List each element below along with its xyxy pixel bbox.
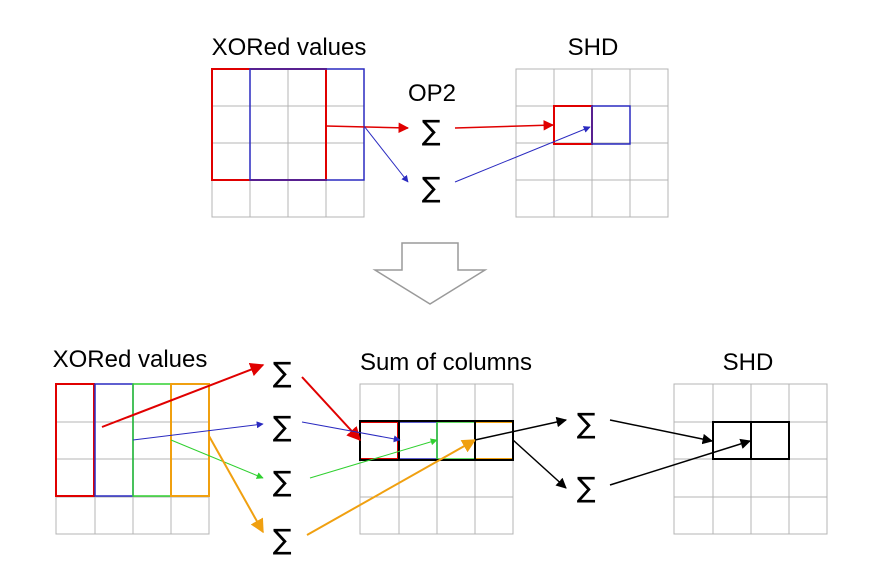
top-shd-blue-cell xyxy=(591,105,631,145)
arrow-orange-to-sigma xyxy=(208,435,264,534)
row-sigma-1: ∑ xyxy=(577,407,596,440)
row-sigma-2: ∑ xyxy=(577,471,596,504)
arrow-sigma-red-to-cell xyxy=(301,376,361,442)
top-xored-label: XORed values xyxy=(212,34,367,61)
bottom-red-column xyxy=(55,383,95,497)
top-shd-red-cell xyxy=(553,105,593,145)
top-arrow-blue-out xyxy=(454,126,591,183)
bottom-green-column xyxy=(132,383,172,497)
top-blue-window xyxy=(249,68,365,181)
sum-blue-cell xyxy=(398,421,438,460)
arrow-sum-to-row-sigma-2 xyxy=(512,439,567,489)
transform-arrow xyxy=(372,242,488,305)
arrow-row-sigma-1-to-shd xyxy=(609,419,714,445)
arrow-sigma-orange-to-cell xyxy=(306,439,477,536)
column-sigma-4: ∑ xyxy=(273,523,292,556)
top-op-label: OP2 xyxy=(408,80,456,107)
top-arrow-red-in xyxy=(325,122,410,134)
sum-orange-cell xyxy=(474,421,514,460)
column-sigma-2: ∑ xyxy=(273,410,292,443)
arrow-blue-to-sigma xyxy=(132,421,264,441)
column-sigma-3: ∑ xyxy=(273,465,292,498)
bottom-shd-cell-2 xyxy=(750,421,790,460)
arrow-green-to-sigma xyxy=(170,439,264,479)
column-sigma-1: ∑ xyxy=(273,356,292,389)
bottom-shd-cell-1 xyxy=(712,421,752,460)
sum-green-cell xyxy=(436,421,476,460)
arrow-sigma-blue-to-cell xyxy=(301,421,401,443)
top-arrow-blue-in xyxy=(363,125,409,183)
top-shd-label: SHD xyxy=(568,34,619,61)
bottom-shd-label: SHD xyxy=(723,349,774,376)
bottom-sum-label: Sum of columns xyxy=(360,349,532,376)
top-sigma-1: ∑ xyxy=(422,114,441,147)
top-arrow-red-out xyxy=(454,120,555,131)
arrow-red-to-sigma xyxy=(101,362,265,428)
arrow-sum-to-row-sigma-1 xyxy=(474,416,568,441)
top-red-window xyxy=(211,68,327,181)
sum-black-window-2 xyxy=(398,420,514,461)
arrow-row-sigma-2-to-shd xyxy=(609,438,752,486)
sum-black-window-1 xyxy=(359,420,476,461)
arrow-sigma-green-to-cell xyxy=(309,438,438,479)
top-xored-grid xyxy=(211,68,365,218)
bottom-orange-column xyxy=(170,383,210,497)
bottom-xored-label: XORed values xyxy=(53,346,208,373)
top-sigma-2: ∑ xyxy=(422,171,441,204)
bottom-blue-column xyxy=(94,383,134,497)
